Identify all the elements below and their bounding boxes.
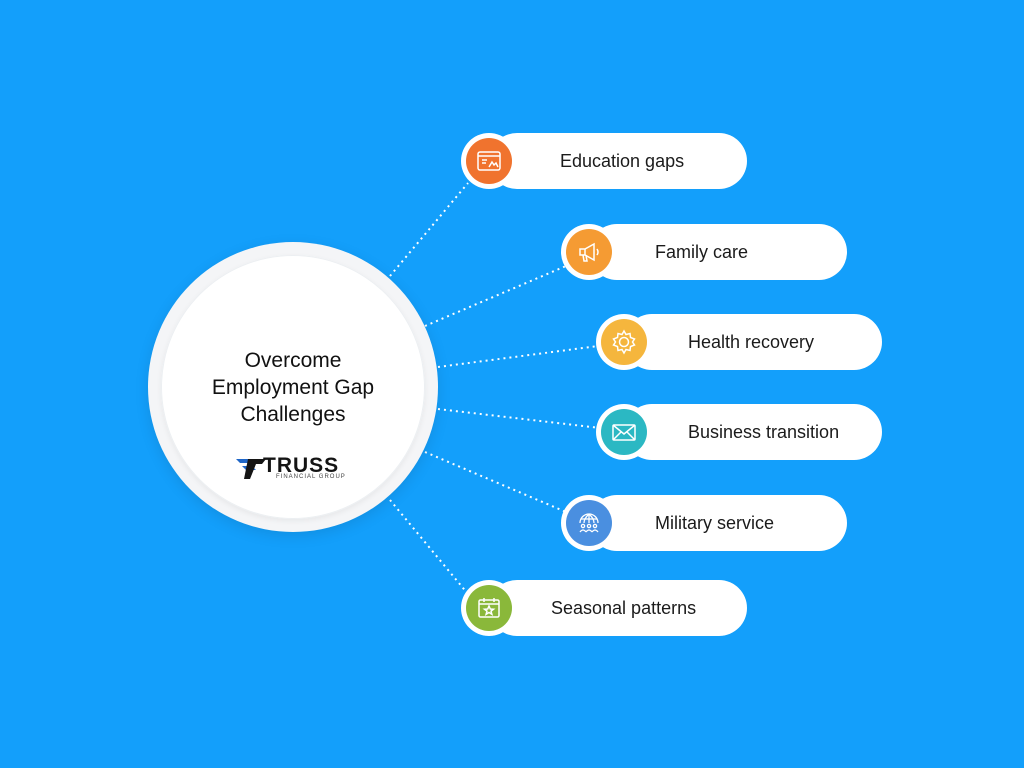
item-pill (589, 495, 847, 551)
item-icon-badge (601, 319, 647, 365)
item-pill (624, 404, 882, 460)
megaphone-icon (579, 242, 599, 262)
item-business-transition: Business transition (596, 404, 896, 460)
truss-logo-mark-icon (236, 459, 266, 479)
item-icon-ring (596, 314, 652, 370)
item-label: Health recovery (688, 332, 815, 352)
item-pill (624, 314, 882, 370)
item-family-care: Family care (561, 224, 861, 280)
item-icon-ring (561, 224, 617, 280)
connector-education (389, 182, 469, 277)
item-health-recovery: Health recovery (596, 314, 896, 370)
item-label: Family care (655, 242, 749, 262)
item-icon-badge (566, 500, 612, 546)
logo-wordmark: TRUSS (263, 454, 340, 477)
central-hub-inner: Overcome Employment Gap Challenges TRUSS… (161, 255, 425, 519)
central-hub-circle: Overcome Employment Gap Challenges TRUSS… (148, 242, 438, 532)
item-label: Business transition (688, 422, 840, 442)
item-pill (489, 580, 747, 636)
browser-window-icon (477, 151, 501, 171)
item-label: Military service (655, 513, 775, 533)
connector-seasonal (389, 499, 469, 595)
gear-icon (612, 329, 636, 355)
truss-logo: TRUSS FINANCIAL GROUP (224, 453, 364, 483)
item-seasonal-patterns: Seasonal patterns (461, 580, 761, 636)
item-pill (489, 133, 747, 189)
envelope-icon (612, 424, 636, 441)
item-icon-badge (566, 229, 612, 275)
item-pill (589, 224, 847, 280)
item-icon-badge (466, 138, 512, 184)
item-military-service: Military service (561, 495, 861, 551)
connector-military (424, 451, 567, 513)
item-label: Education gaps (560, 151, 685, 171)
item-icon-ring (596, 404, 652, 460)
globe-people-icon (579, 513, 599, 533)
logo-subtitle: FINANCIAL GROUP (276, 474, 346, 480)
item-icon-ring (461, 133, 517, 189)
item-icon-ring (561, 495, 617, 551)
hub-title: Overcome Employment Gap Challenges (211, 349, 375, 426)
item-icon-badge (601, 409, 647, 455)
connector-family-care (424, 265, 567, 327)
connector-business (437, 408, 601, 429)
item-label: Seasonal patterns (551, 598, 697, 618)
item-icon-ring (461, 580, 517, 636)
calendar-star-icon (478, 598, 500, 618)
connector-health (437, 345, 599, 368)
item-education-gaps: Education gaps (461, 133, 761, 189)
item-icon-badge (466, 585, 512, 631)
